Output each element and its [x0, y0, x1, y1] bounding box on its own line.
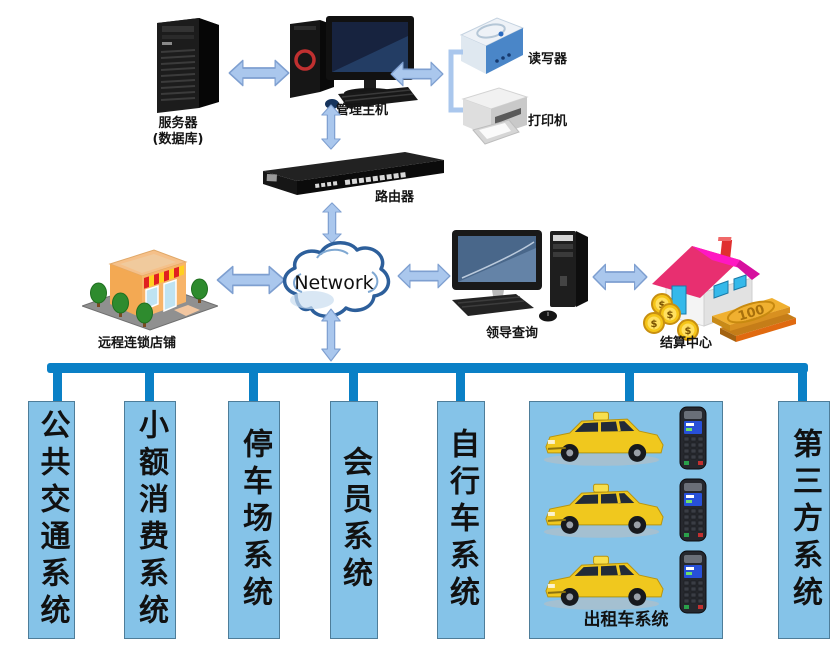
bus-drop-7: [798, 366, 807, 402]
bus-line: [47, 363, 808, 373]
subsystem-box-membership: 会员系统: [330, 401, 378, 639]
arrow-host-router: [321, 104, 341, 150]
subsystem-box-taxi: 出租车系统: [529, 401, 723, 639]
taxi-icon: [543, 483, 664, 538]
printer-label: 打印机: [528, 114, 568, 129]
server-label-line2: (数据库): [152, 132, 204, 147]
subsystem-label: 停车场系统: [237, 427, 272, 613]
router-label: 路由器: [375, 190, 415, 205]
subsystem-box-micropayment: 小额消费系统: [124, 401, 176, 639]
bus-drop-3: [249, 366, 258, 402]
subsystem-label: 第三方系统: [787, 427, 822, 613]
management-host-label: 管理主机: [336, 103, 389, 118]
server-image: [157, 18, 219, 113]
subsystem-box-bicycle: 自行车系统: [437, 401, 485, 639]
pos-terminal-icon: [679, 550, 707, 614]
remote-store-image: [82, 249, 218, 331]
svg-text:$: $: [685, 326, 692, 337]
subsystem-label: 小额消费系统: [133, 409, 168, 631]
pos-terminal-icon: [679, 478, 707, 542]
router-image: [263, 152, 444, 195]
peripherals-bracket: [448, 49, 463, 113]
leader-query-label: 领导查询: [486, 326, 539, 341]
bus-drop-6: [625, 366, 634, 402]
settlement-center-label: 结算中心: [660, 336, 713, 351]
card-reader-label: 读写器: [528, 52, 568, 67]
arrow-cloud-bus: [321, 308, 341, 362]
subsystem-label: 公共交通系统: [34, 409, 70, 631]
bus-drop-4: [349, 366, 358, 402]
arrow-server-host: [228, 59, 290, 87]
bus-drop-2: [145, 366, 154, 402]
printer-image: [461, 87, 529, 145]
network-cloud-label: Network: [294, 272, 373, 294]
card-reader-image: [459, 17, 525, 74]
subsystem-label: 会员系统: [337, 446, 372, 594]
taxi-system-label: 出租车系统: [583, 610, 669, 630]
taxi-icon: [543, 411, 664, 466]
subsystem-box-public-transport: 公共交通系统: [28, 401, 75, 639]
server-label-line1: 服务器: [158, 116, 198, 131]
settlement-house-image: 100 $ $ $ $: [643, 237, 796, 342]
svg-text:$: $: [651, 319, 658, 330]
network-cloud: Network: [282, 241, 391, 318]
pos-terminal-icon: [679, 406, 707, 470]
svg-text:$: $: [667, 310, 674, 321]
svg-text:$: $: [659, 300, 666, 311]
leader-query-computer-image: [452, 230, 588, 322]
arrow-query-settlement: [592, 263, 648, 291]
subsystem-label: 自行车系统: [444, 427, 479, 613]
arrow-host-peripherals: [390, 61, 444, 87]
bus-drop-5: [456, 366, 465, 402]
management-host-image: [290, 16, 418, 109]
subsystem-box-third-party: 第三方系统: [778, 401, 830, 639]
taxi-icon: [543, 555, 664, 610]
subsystem-box-parking: 停车场系统: [228, 401, 280, 639]
arrow-cloud-query: [397, 263, 451, 289]
remote-store-label: 远程连锁店铺: [98, 336, 177, 351]
coin-icons: $ $ $ $: [643, 293, 699, 341]
bus-drop-1: [53, 366, 62, 402]
server-label: 服务器 (数据库): [130, 116, 226, 148]
